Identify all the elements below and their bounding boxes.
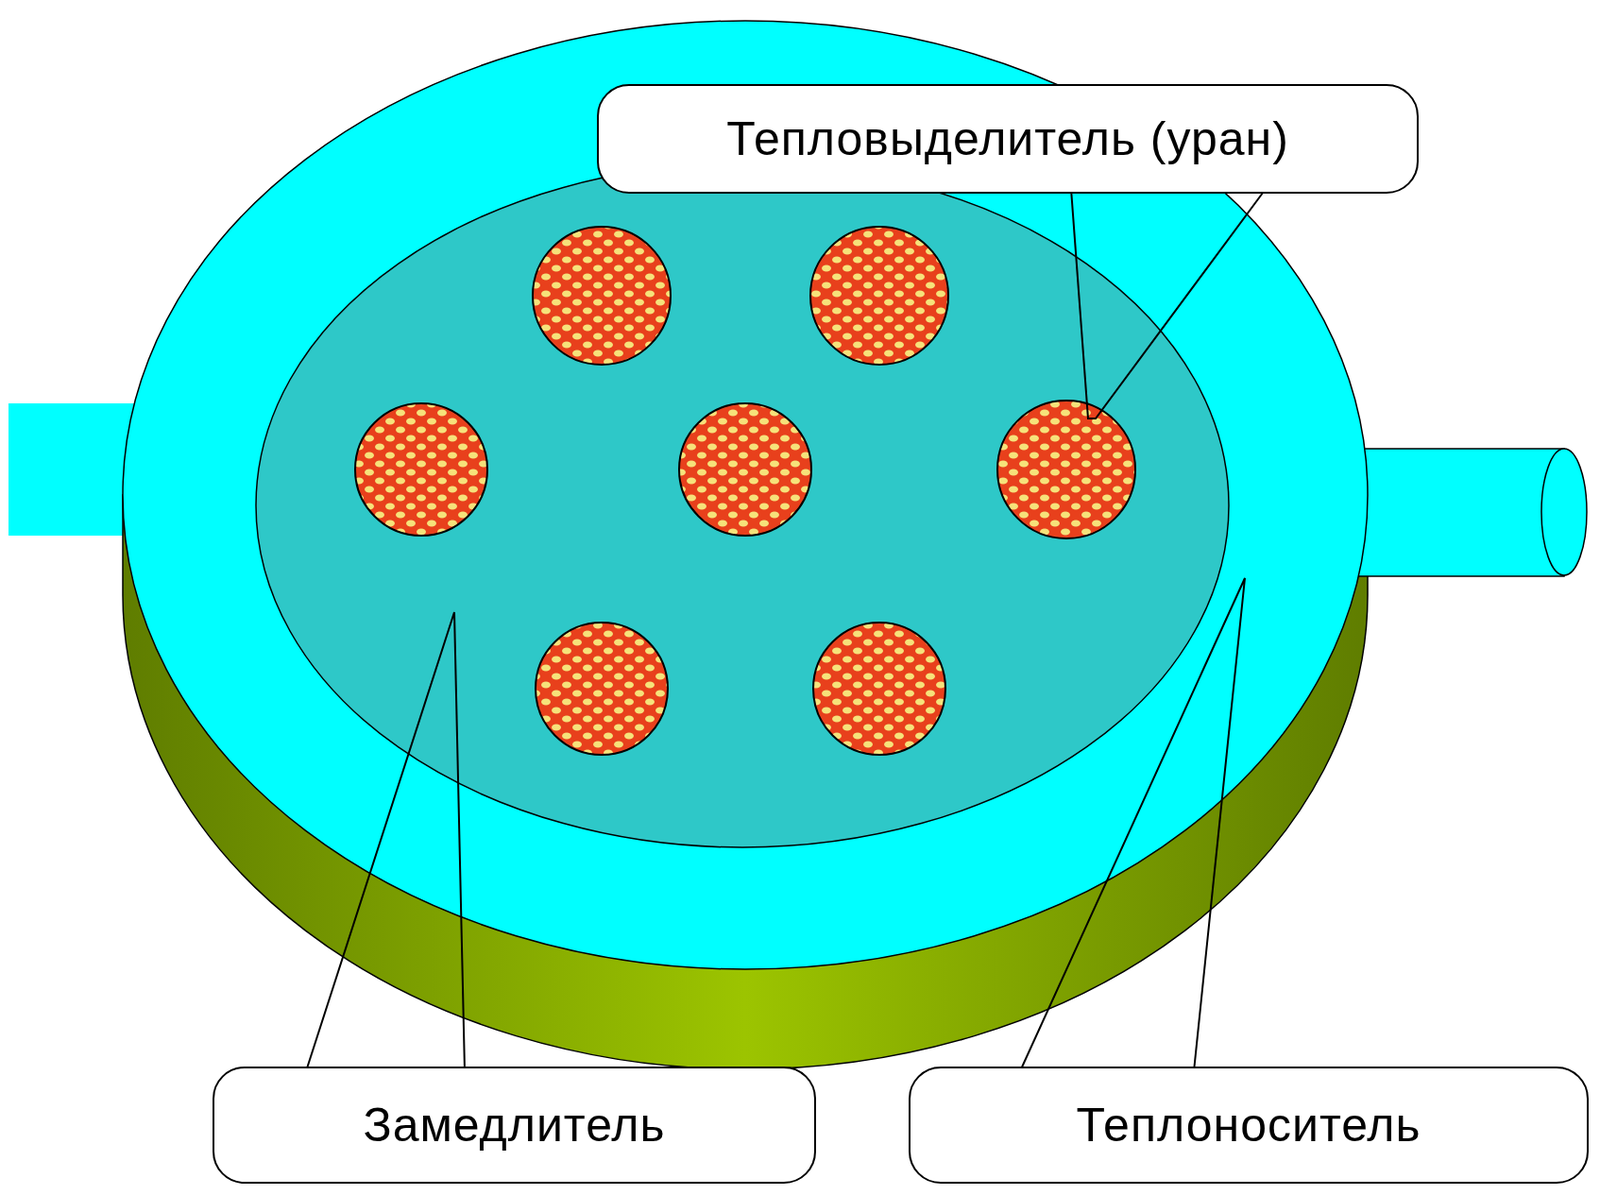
inlet-pipe bbox=[8, 403, 141, 536]
callout-box: Замедлитель bbox=[212, 1066, 817, 1184]
callout-box: Тепловыделитель (уран) bbox=[596, 84, 1419, 194]
callout-label: Тепловыделитель (уран) bbox=[726, 113, 1290, 166]
fuel-rods bbox=[355, 226, 1136, 755]
moderator-disc bbox=[255, 163, 1229, 848]
callout-label: Теплоноситель bbox=[1075, 1099, 1421, 1152]
leader-lines bbox=[306, 188, 1266, 1072]
coolant-ring bbox=[122, 20, 1368, 970]
callout-label: Замедлитель bbox=[362, 1099, 665, 1152]
callout-box: Теплоноситель bbox=[908, 1066, 1589, 1184]
